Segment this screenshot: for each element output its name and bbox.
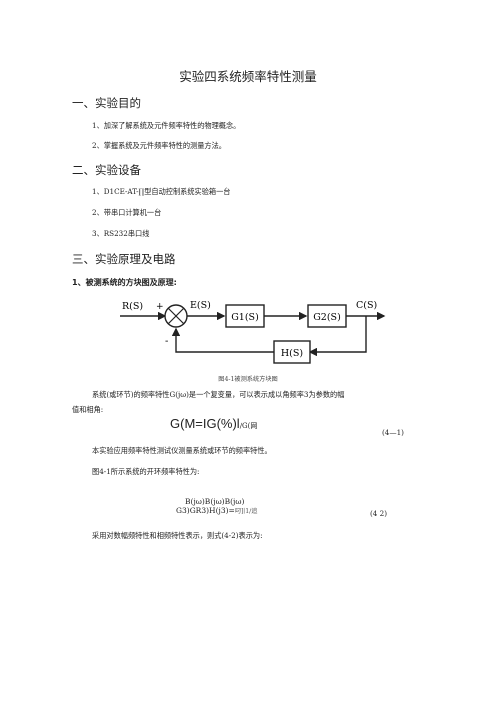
equation-4-2-numerator: B(jω)B(jω)B(jω) — [185, 497, 245, 506]
section-heading-principle: 三、实验原理及电路 — [72, 252, 176, 266]
equation-4-2-number: (4 2) — [370, 509, 388, 518]
feedback-line-to-h — [308, 316, 367, 357]
paragraph-3: 图4-1所示系统的开环频率特性为: — [92, 467, 200, 476]
paragraph-4: 采用对数幅频特性和相频特性表示，则式(4-2)表示为: — [92, 531, 263, 540]
equipment-item-2: 2、带串口计算机一台 — [92, 208, 162, 217]
purpose-item-2: 2、掌握系统及元件频率特性的测量方法。 — [92, 141, 226, 150]
purpose-item-1: 1、加深了解系统及元件频率特性的物理概念。 — [92, 121, 241, 130]
equation-4-1-number: (4—1) — [382, 428, 404, 437]
paragraph-2: 本实验应用频率特性测试仪测量系统或环节的频率特性。 — [92, 446, 272, 455]
label-cs: C(S) — [356, 300, 377, 311]
label-hs: H(S) — [281, 348, 303, 359]
page-title: 实验四系统频率特性测量 — [179, 69, 317, 84]
equipment-item-3: 3、RS232串口线 — [92, 229, 150, 238]
feedback-line-to-junction — [171, 327, 274, 353]
label-es: E(S) — [190, 300, 211, 311]
equation-4-2-main: G3)GR3)H(j3)=叼]∣1∕追 — [176, 506, 257, 515]
paragraph-1-line-1: 系统(或环节)的频率特性G(jω)是一个复变量，可以表示成以角频率3为参数的幅 — [92, 390, 345, 399]
equipment-item-1: 1、D1CE-AT-∏型自动控制系统实验箱一台 — [92, 187, 231, 196]
equation-4-1-tail: ∕G(网 — [239, 422, 258, 430]
section-heading-purpose: 一、实验目的 — [72, 96, 141, 110]
label-minus: - — [165, 336, 168, 347]
equation-4-1: G(M=IG(%)l∕G(网 — [170, 416, 257, 431]
label-rs: R(S) — [122, 301, 143, 312]
block-diagram: R(S) + E(S) - G1(S) G2(S) C(S) H(S) — [120, 300, 386, 364]
equation-4-2-tail: 叼]∣1∕追 — [234, 508, 258, 515]
figure-caption: 图4-1被测系统方块图 — [218, 376, 278, 383]
equation-4-1-main: G(M=IG(%)l — [170, 416, 240, 431]
equation-4-2-left: G3)GR3)H(j3)= — [176, 506, 235, 515]
label-g1: G1(S) — [231, 312, 259, 323]
section-heading-equipment: 二、实验设备 — [72, 163, 141, 177]
label-plus: + — [156, 302, 164, 312]
paragraph-1-line-2: 值和相角: — [72, 405, 104, 414]
label-g2: G2(S) — [313, 312, 341, 323]
subsection-heading-block-diagram: 1、被测系统的方块图及原理: — [72, 278, 177, 287]
